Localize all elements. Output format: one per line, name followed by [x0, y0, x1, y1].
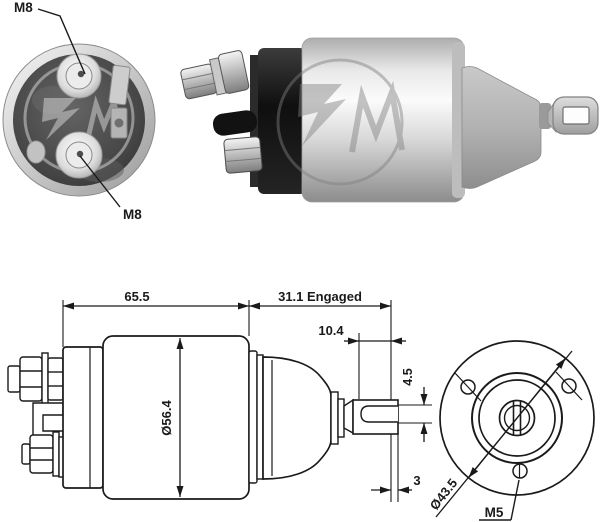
dim-body-length-label: 65.5 [124, 289, 149, 304]
plunger-slot [360, 405, 398, 423]
terminal-bolt-bottom-drawn [21, 431, 66, 478]
cone-cup [262, 356, 332, 480]
eye-slot-hole [562, 106, 590, 125]
terminal-stud-bottom [55, 131, 103, 179]
leader-line-m8-top [37, 8, 86, 75]
dim-travel-label: 10.4 [318, 323, 344, 338]
hub-circle [498, 399, 536, 437]
body-outline [7, 335, 399, 500]
zm-logo-watermark-icon [276, 58, 405, 186]
rubber-boot-stud [212, 110, 258, 136]
drawing-side-view: 65.5 31.1 Engaged 10.4 4.5 3 [7, 289, 432, 502]
terminal-bolt-lower [223, 136, 263, 174]
leader-line-m8-bottom [79, 155, 121, 208]
bore-ring-outer [471, 372, 563, 464]
solenoid-cap [258, 48, 306, 194]
nose-cone [461, 66, 542, 189]
cone-step-1 [330, 391, 339, 445]
hub-inner-circle [503, 404, 531, 432]
dim-body-dia-label: Ø56.4 [159, 400, 174, 436]
terminal-bolt-top-drawn [7, 352, 64, 405]
dim-arrow-bolt-dia-high [516, 357, 567, 419]
mount-thread-label: M5 [485, 505, 504, 520]
terminal-stud-top [56, 53, 102, 99]
terminal-bolt-upper [180, 50, 250, 100]
cylinder-drawn [102, 335, 250, 500]
dim-tip-gap-label: 3 [413, 473, 420, 488]
rivet-blob [26, 140, 46, 164]
cone-step-2 [337, 398, 345, 438]
dim-engaged-label: 31.1 Engaged [278, 289, 362, 304]
dim-arrow-bolt-dia-low [467, 417, 518, 479]
plunger-eye [547, 96, 599, 135]
drawing-front-view: Ø43.5 M5 [427, 340, 595, 521]
screw-holes [454, 371, 583, 479]
leader-line-m5 [510, 479, 520, 521]
flange-outer-circle [439, 340, 595, 496]
terminal-bottom-label: M8 [123, 207, 142, 222]
terminal-top-label: M8 [14, 0, 33, 15]
dim-slot-height-label: 4.5 [401, 368, 415, 385]
spade-connector-tab [108, 64, 131, 139]
bore-ring-inner [478, 379, 556, 457]
cone-flange-a [248, 350, 258, 484]
photo-rear-view: M8 M8 [2, 0, 156, 222]
cone-flange-b [256, 354, 264, 480]
cap-drawn [62, 346, 104, 489]
photo-solenoid-side [180, 37, 599, 203]
plunger-taper [343, 398, 354, 435]
